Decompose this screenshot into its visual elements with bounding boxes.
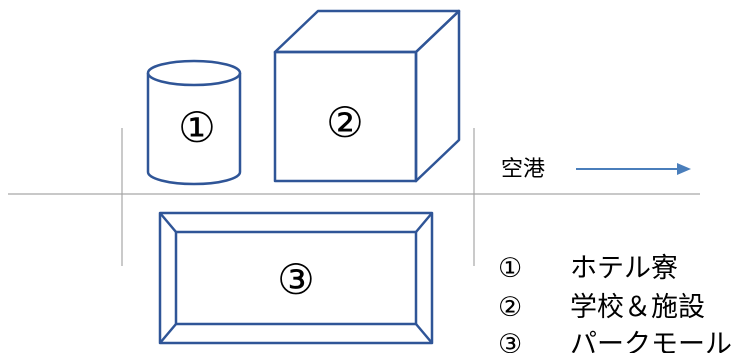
legend-item-3-marker: ③ — [498, 329, 522, 353]
legend-item-2-marker: ② — [498, 292, 522, 323]
building-park-mall-frame: ③ — [158, 211, 434, 345]
building-school-cube: ② — [273, 9, 461, 183]
legend-item-3-label: パークモール — [570, 329, 732, 353]
legend-item-2-label: 学校＆施設 — [570, 292, 705, 323]
airport-arrow — [576, 163, 691, 175]
airport-label: 空港 — [501, 157, 545, 182]
building-dormitory-marker: ① — [178, 103, 216, 152]
building-school-marker: ② — [326, 98, 364, 147]
building-dormitory-cylinder: ① — [146, 59, 242, 186]
building-park-mall-marker: ③ — [277, 255, 315, 304]
legend-item-1-marker: ① — [498, 253, 522, 284]
legend-item-1-label: ホテル寮 — [570, 253, 678, 284]
legend: ① ホテル寮 ② 学校＆施設 ③ パークモール — [498, 253, 732, 353]
